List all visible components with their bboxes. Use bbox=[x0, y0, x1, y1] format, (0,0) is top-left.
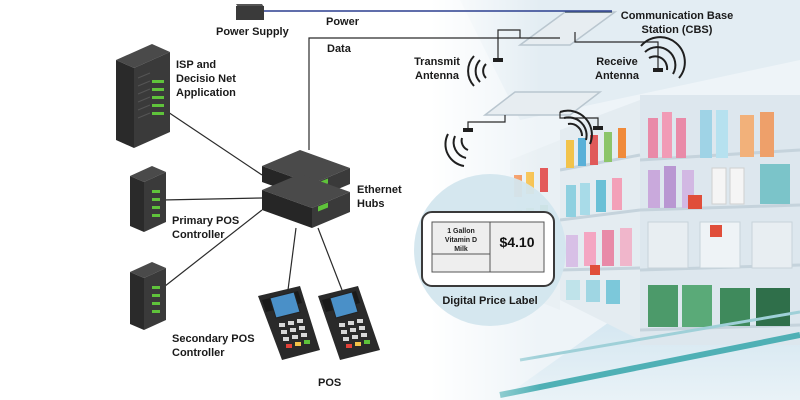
transmit-antenna-bottom bbox=[444, 128, 473, 167]
receive-antenna-wire bbox=[574, 32, 659, 68]
label-receive-antenna: Receive Antenna bbox=[586, 55, 648, 83]
label-secondary-line2: Controller bbox=[172, 347, 225, 359]
label-cbs-line2: Station (CBS) bbox=[641, 24, 713, 36]
label-isp-line1: ISP and bbox=[176, 59, 217, 71]
receive-waves-bottom bbox=[559, 109, 593, 145]
label-isp-line3: Application bbox=[176, 87, 236, 99]
label-power: Power bbox=[326, 16, 360, 28]
label-pos: POS bbox=[318, 377, 342, 389]
label-receive-line1: Receive bbox=[596, 56, 638, 68]
ethernet-hubs bbox=[262, 150, 350, 228]
label-data: Data bbox=[327, 43, 351, 55]
isp-server bbox=[116, 44, 170, 148]
label-isp: ISP and Decisio Net Application bbox=[176, 58, 236, 100]
transmit-antenna-top bbox=[467, 55, 503, 87]
label-primary-line1: Primary POS bbox=[172, 215, 240, 227]
price-tag-product-line1: 1 Gallon bbox=[447, 228, 475, 235]
pos-terminal-1 bbox=[258, 286, 320, 360]
wire-hub-pos2 bbox=[317, 227, 343, 291]
primary-pos-controller-server bbox=[130, 166, 166, 232]
secondary-pos-controller-server bbox=[130, 262, 166, 330]
label-transmit-line1: Transmit bbox=[414, 56, 460, 68]
label-receive-line2: Antenna bbox=[595, 70, 639, 82]
transmit-antenna-wire-2 bbox=[467, 115, 506, 128]
receive-antenna-bottom bbox=[559, 109, 603, 145]
label-hubs-line2: Hubs bbox=[357, 198, 385, 210]
power-supply-device bbox=[236, 4, 264, 20]
label-power-supply: Power Supply bbox=[216, 26, 289, 38]
cbs-ceiling-panels bbox=[482, 11, 618, 116]
shelf-unit-right bbox=[639, 95, 800, 345]
receive-waves-top bbox=[640, 36, 686, 79]
label-primary-line2: Controller bbox=[172, 229, 225, 241]
wire-secondary-hub bbox=[159, 209, 263, 291]
label-transmit-antenna: Transmit Antenna bbox=[402, 55, 472, 83]
label-secondary-pos-controller: Secondary POS Controller bbox=[172, 332, 255, 360]
label-cbs-line1: Communication Base bbox=[620, 10, 734, 22]
price-tag-product-line3: Milk bbox=[454, 246, 468, 253]
transmit-waves-bottom bbox=[444, 133, 469, 167]
data-line bbox=[308, 37, 560, 150]
label-secondary-line1: Secondary POS bbox=[172, 333, 255, 345]
wire-hub-pos1 bbox=[287, 227, 297, 291]
shelf-unit-middle bbox=[559, 100, 641, 340]
pos-terminal-2 bbox=[318, 286, 380, 360]
label-transmit-line2: Antenna bbox=[415, 70, 459, 82]
wires bbox=[149, 29, 659, 291]
digital-price-label-callout: 1 Gallon Vitamin D Milk $4.10 bbox=[414, 174, 566, 326]
price-label-screen bbox=[431, 221, 545, 273]
label-hubs-line1: Ethernet bbox=[357, 184, 402, 196]
price-tag-price: $4.10 bbox=[499, 234, 534, 250]
transmit-waves-top bbox=[467, 55, 487, 87]
label-ethernet-hubs: Ethernet Hubs bbox=[357, 183, 402, 211]
label-primary-pos-controller: Primary POS Controller bbox=[172, 214, 239, 242]
receive-antenna-top bbox=[640, 36, 686, 79]
price-tag-product-line2: Vitamin D bbox=[445, 237, 477, 244]
label-isp-line2: Decisio Net bbox=[176, 73, 236, 85]
label-cbs: Communication Base Station (CBS) bbox=[612, 9, 742, 37]
transmit-antenna-wire bbox=[497, 29, 521, 58]
receive-antenna-wire-2 bbox=[559, 112, 599, 126]
label-digital-price-label: Digital Price Label bbox=[442, 295, 538, 307]
wire-primary-hub bbox=[161, 197, 263, 201]
